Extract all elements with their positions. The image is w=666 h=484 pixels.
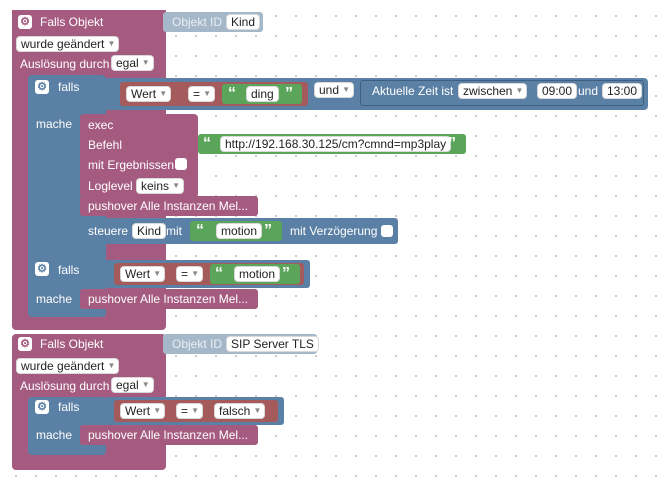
pushover-block-1[interactable] <box>80 196 258 216</box>
results-label: mit Ergebnissen <box>88 158 175 172</box>
pushover-block-2[interactable] <box>80 289 258 309</box>
trigger-by-dropdown[interactable]: egal▼ <box>111 55 154 71</box>
control-value[interactable]: motion <box>216 223 263 239</box>
gear-icon[interactable]: ⚙ <box>35 262 49 276</box>
quote-icon: “ <box>203 135 211 152</box>
delay-checkbox[interactable] <box>381 225 393 237</box>
pushover-block-3[interactable] <box>80 425 258 445</box>
with-label: mit <box>166 224 182 238</box>
op-dropdown[interactable]: =▼ <box>176 266 204 282</box>
dropdown-arrow-icon: ▼ <box>107 39 116 48</box>
trigger-dropdown[interactable]: wurde geändert▼ <box>16 358 120 374</box>
time-label: Aktuelle Zeit ist <box>372 84 454 98</box>
trigger-label: Auslösung durch <box>20 57 110 71</box>
control-label: steuere <box>88 224 129 238</box>
quote-icon: ” <box>282 265 290 282</box>
logic-dropdown[interactable]: und▼ <box>314 82 355 98</box>
event-title: Falls Objekt <box>40 15 104 29</box>
dropdown-arrow-icon: ▼ <box>172 181 181 190</box>
command-field[interactable]: http://192.168.30.125/cm?cmnd=mp3play <box>220 136 452 152</box>
if-label: falls <box>58 80 80 94</box>
var-dropdown[interactable]: Wert▼ <box>120 403 166 419</box>
dropdown-arrow-icon: ▼ <box>141 380 150 389</box>
dropdown-arrow-icon: ▼ <box>107 361 116 370</box>
text-value[interactable]: motion <box>234 266 281 282</box>
var-dropdown[interactable]: Wert▼ <box>120 266 166 282</box>
delay-label: mit Verzögerung <box>290 224 378 238</box>
dropdown-arrow-icon: ▼ <box>153 269 162 278</box>
dropdown-arrow-icon: ▼ <box>159 89 168 98</box>
trigger-label: Auslösung durch <box>20 379 110 393</box>
dropdown-arrow-icon: ▼ <box>203 89 212 98</box>
quote-icon: ” <box>264 222 272 239</box>
if-label: falls <box>58 263 80 277</box>
pushover-label: pushover Alle Instanzen Mel... <box>88 428 249 442</box>
do-label: mache <box>36 117 73 131</box>
exec-title: exec <box>88 118 114 132</box>
quote-icon: “ <box>215 265 223 282</box>
loglevel-dropdown[interactable]: keins▼ <box>136 178 185 194</box>
dropdown-arrow-icon: ▼ <box>515 86 524 95</box>
end-time-field[interactable]: 13:00 <box>602 83 643 99</box>
quote-icon: ” <box>285 85 293 102</box>
quote-icon: “ <box>196 222 204 239</box>
object-id-label: Objekt ID <box>172 15 223 29</box>
results-checkbox[interactable] <box>175 158 187 170</box>
dropdown-arrow-icon: ▼ <box>191 406 200 415</box>
trigger-by-dropdown[interactable]: egal▼ <box>111 377 154 393</box>
dropdown-arrow-icon: ▼ <box>253 406 262 415</box>
dropdown-arrow-icon: ▼ <box>342 85 351 94</box>
gear-icon[interactable]: ⚙ <box>35 400 49 414</box>
gear-icon[interactable]: ⚙ <box>18 337 32 351</box>
quote-icon: “ <box>228 85 236 102</box>
if-label: falls <box>58 400 80 414</box>
pushover-label: pushover Alle Instanzen Mel... <box>88 292 249 306</box>
value-dropdown[interactable]: falsch▼ <box>214 403 266 419</box>
object-id-label: Objekt ID <box>172 337 223 351</box>
command-label: Befehl <box>88 138 123 152</box>
dropdown-arrow-icon: ▼ <box>141 58 150 67</box>
loglevel-label: Loglevel <box>88 179 133 193</box>
control-target[interactable]: Kind <box>132 223 167 239</box>
var-dropdown[interactable]: Wert▼ <box>126 86 172 102</box>
dropdown-arrow-icon: ▼ <box>153 406 162 415</box>
pushover-label: pushover Alle Instanzen Mel... <box>88 199 249 213</box>
and-label: und <box>578 84 599 98</box>
do-label: mache <box>36 292 73 306</box>
text-value[interactable]: ding <box>246 86 279 102</box>
event-title: Falls Objekt <box>40 337 104 351</box>
gear-icon[interactable]: ⚙ <box>35 80 49 94</box>
gear-icon[interactable]: ⚙ <box>18 15 32 29</box>
time-mode-dropdown[interactable]: zwischen▼ <box>458 83 528 99</box>
dropdown-arrow-icon: ▼ <box>191 269 200 278</box>
trigger-dropdown[interactable]: wurde geändert▼ <box>16 36 120 52</box>
start-time-field[interactable]: 09:00 <box>537 83 578 99</box>
op-dropdown[interactable]: =▼ <box>188 86 216 102</box>
object-id-value[interactable]: Kind <box>226 14 261 30</box>
object-id-value[interactable]: SIP Server TLS <box>226 336 319 352</box>
op-dropdown[interactable]: =▼ <box>176 403 204 419</box>
do-label: mache <box>36 428 73 442</box>
quote-icon: ” <box>448 135 456 152</box>
